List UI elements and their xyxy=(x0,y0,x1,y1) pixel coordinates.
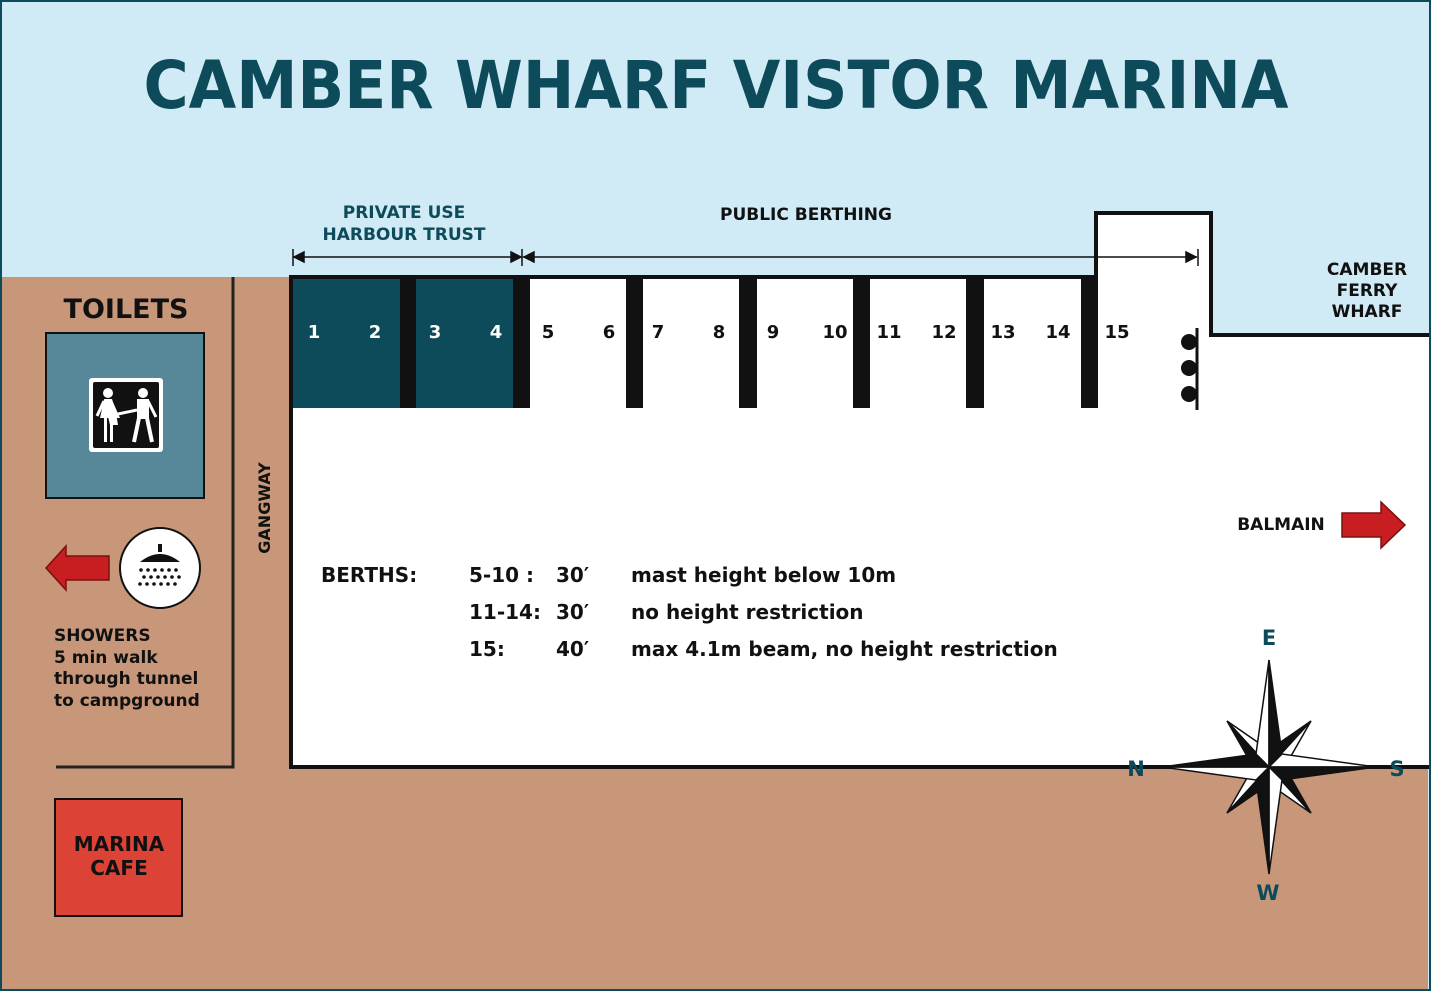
berths-row-3-note: max 4.1m beam, no height restriction xyxy=(631,637,1058,661)
ferry-wharf-label-line1: CAMBER xyxy=(1327,260,1407,280)
pontoon-finger xyxy=(513,279,530,408)
pontoon-finger xyxy=(739,279,757,408)
page-title: CAMBER WHARF VISTOR MARINA xyxy=(144,47,1289,124)
berth-number-11: 11 xyxy=(876,322,901,343)
private-berth-1-2 xyxy=(293,279,400,408)
berth-number-8: 8 xyxy=(713,322,726,343)
gangway-label: GANGWAY xyxy=(255,462,274,554)
basin-edge-mask xyxy=(1419,337,1431,765)
balmain-label: BALMAIN xyxy=(1237,515,1325,535)
berths-row-3-range: 15: xyxy=(469,637,505,661)
showers-label-line3: through tunnel xyxy=(54,669,198,689)
berth-number-6: 6 xyxy=(603,322,616,343)
berths-row-1-length: 30′ xyxy=(556,563,589,587)
ferry-wharf-label-line3: WHARF xyxy=(1332,302,1403,322)
toilets-icon xyxy=(89,378,163,452)
marina-cafe-label-line1: MARINA xyxy=(74,832,165,856)
shower-icon xyxy=(119,527,201,609)
pontoon-finger xyxy=(626,279,643,408)
public-berthing-dimension-arrow xyxy=(522,249,1199,266)
ferry-wharf-label-line2: FERRY xyxy=(1337,281,1398,301)
compass-east: E xyxy=(1262,626,1276,650)
bollards xyxy=(1181,328,1199,410)
berth-number-1: 1 xyxy=(308,322,321,343)
berth-number-2: 2 xyxy=(369,322,382,343)
showers-label-line2: 5 min walk xyxy=(54,648,158,668)
pontoon-finger xyxy=(966,279,984,408)
showers-label-line4: to campground xyxy=(54,691,200,711)
balmain-direction-arrow xyxy=(1341,500,1407,550)
berth-number-3: 3 xyxy=(429,322,442,343)
berths-row-1-note: mast height below 10m xyxy=(631,563,896,587)
compass-west: W xyxy=(1256,881,1279,905)
pontoon-finger xyxy=(400,279,416,408)
berths-row-3-length: 40′ xyxy=(556,637,589,661)
compass-rose xyxy=(1161,659,1377,875)
berths-heading: BERTHS: xyxy=(321,563,417,587)
berths-row-2-length: 30′ xyxy=(556,600,589,624)
harbour-trust-label: HARBOUR TRUST xyxy=(322,225,485,245)
marina-basin xyxy=(289,211,1430,769)
pontoon-finger xyxy=(1081,279,1098,408)
berth-number-12: 12 xyxy=(931,322,956,343)
berth-number-7: 7 xyxy=(652,322,665,343)
marina-cafe-label-line2: CAFE xyxy=(90,856,147,880)
pontoon-finger xyxy=(853,279,870,408)
private-use-dimension-arrow xyxy=(292,249,523,266)
berth-number-4: 4 xyxy=(490,322,503,343)
berth-number-10: 10 xyxy=(822,322,847,343)
berths-row-2-range: 11-14: xyxy=(469,600,541,624)
compass-north: N xyxy=(1127,757,1145,781)
berth-number-13: 13 xyxy=(990,322,1015,343)
marina-cafe-block xyxy=(54,798,183,917)
showers-label-line1: SHOWERS xyxy=(54,626,151,646)
public-berthing-label: PUBLIC BERTHING xyxy=(720,205,892,225)
showers-direction-arrow xyxy=(44,544,110,592)
berths-row-1-range: 5-10 : xyxy=(469,563,534,587)
private-use-label: PRIVATE USE xyxy=(343,203,466,223)
private-berth-3-4 xyxy=(416,279,513,408)
compass-south: S xyxy=(1389,757,1404,781)
berth-number-9: 9 xyxy=(767,322,780,343)
land-area xyxy=(1,277,1428,989)
berth-number-5: 5 xyxy=(542,322,555,343)
berth-number-15: 15 xyxy=(1104,322,1129,343)
berths-row-2-note: no height restriction xyxy=(631,600,864,624)
berth-number-14: 14 xyxy=(1045,322,1070,343)
toilets-label: TOILETS xyxy=(64,294,189,325)
